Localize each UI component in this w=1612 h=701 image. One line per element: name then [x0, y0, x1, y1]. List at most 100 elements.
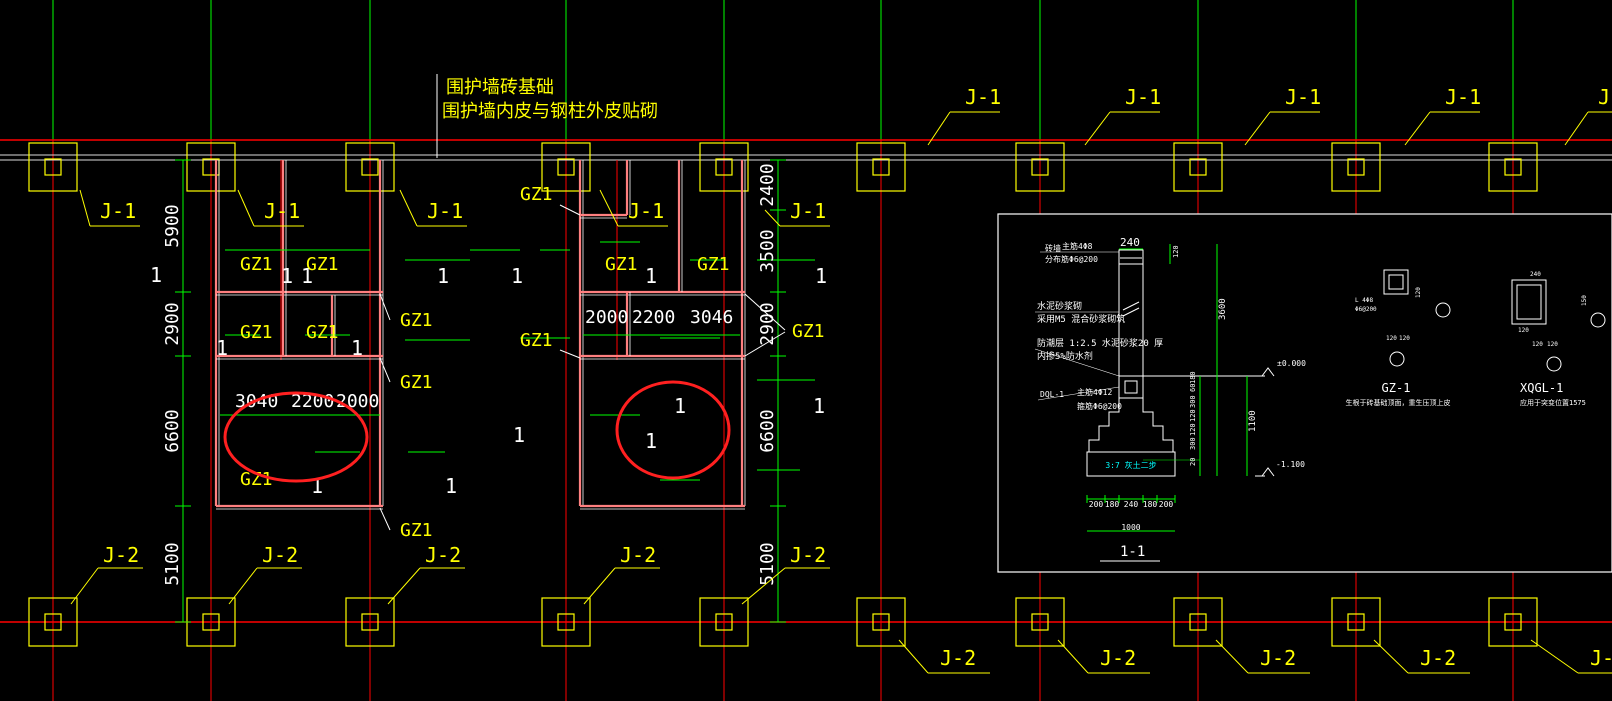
detail-break-1 — [1122, 301, 1140, 311]
footing-leader-top-2 — [399, 189, 418, 227]
gz1-leader-3 — [559, 204, 581, 216]
dim-right-label-0: 2400 — [757, 163, 778, 206]
gz1-label-8: GZ1 — [520, 184, 553, 205]
detail-level-bottom: -1.100 — [1276, 460, 1305, 469]
dim-room-a-2: 2000 — [336, 391, 379, 412]
gz-note: 生根于砖基础顶面，重生压顶上皮 — [1346, 398, 1451, 407]
footing-bottom-0 — [28, 597, 78, 647]
dim-left-label-1: 2900 — [162, 302, 183, 345]
labels: J-1J-1J-1J-1J-1J-1J-1J-1J-1J-1J-2J-2J-2J… — [70, 74, 1612, 674]
section-mark-1: 1 — [281, 264, 293, 288]
footing-label-top-1: J-1 — [264, 199, 300, 223]
footing-label-top-8: J-1 — [1445, 85, 1481, 109]
detail-panel: 360011001206030012012030020180240砖墙主筋4Φ8… — [997, 213, 1612, 573]
xqgl-dim-1: 120 — [1532, 341, 1543, 348]
gz1-label-10: GZ1 — [697, 254, 730, 275]
gz1-label-6: GZ1 — [240, 469, 273, 490]
column-top-2 — [361, 158, 379, 176]
gz1-label-4: GZ1 — [306, 322, 339, 343]
detail-base-note: 3:7 灰土二步 — [1105, 460, 1156, 470]
detail-top-width: 240 — [1120, 236, 1140, 249]
detail-bottom-dim-1: 180 — [1105, 500, 1120, 509]
xqgl-title: XQGL-1 — [1520, 381, 1563, 395]
detail-bottom-dim-3: 180 — [1143, 500, 1158, 509]
detail-section-title: 1-1 — [1120, 544, 1145, 560]
column-top-3 — [557, 158, 575, 176]
gz1-label-1: GZ1 — [306, 254, 339, 275]
detail-ring-stirrup: 箍筋Φ6@200 — [1077, 401, 1122, 411]
gz-detail-bubble — [1435, 302, 1451, 318]
footing-bottom-5 — [856, 597, 906, 647]
footing-leader-bottom-2 — [387, 567, 421, 605]
column-top-4 — [715, 158, 733, 176]
footing-bottom-6 — [1015, 597, 1065, 647]
footing-top-0 — [28, 142, 78, 192]
dim-room-b-1: 2200 — [632, 307, 675, 328]
column-bottom-3 — [557, 613, 575, 631]
footing-leader-top-4 — [764, 209, 781, 227]
detail-bottom-total: 1000 — [1121, 523, 1140, 532]
footing-label-bottom-0: J-2 — [103, 543, 139, 567]
detail-top-label-0: 砖墙 — [1045, 243, 1061, 253]
footing-leader-top-5 — [927, 111, 951, 146]
detail-bottom-dim-4: 200 — [1159, 500, 1174, 509]
section-mark-10: 1 — [445, 474, 457, 498]
footing-top-1 — [186, 142, 236, 192]
detail-dpc-note-2: 内掺5%防水剂 — [1037, 350, 1093, 362]
footing-bottom-2 — [345, 597, 395, 647]
footing-top-5 — [856, 142, 906, 192]
column-top-9 — [1504, 158, 1522, 176]
gz1-leader-5 — [744, 293, 786, 331]
dim-room-b-0: 2000 — [585, 307, 628, 328]
footing-leader-top-7 — [1244, 111, 1271, 146]
column-top-6 — [1031, 158, 1049, 176]
column-bottom-9 — [1504, 613, 1522, 631]
gz-dim-1: 120 — [1399, 335, 1410, 342]
footing-leader-bottom-3 — [583, 567, 616, 605]
gz1-label-0: GZ1 — [240, 254, 273, 275]
footing-label-bottom-4: J-2 — [790, 543, 826, 567]
gz-size: 120 — [1415, 287, 1422, 298]
detail-base — [1086, 451, 1176, 477]
detail-wall-note-2: 采用M5 混合砂浆砌筑 — [1037, 313, 1125, 325]
section-mark-2: 1 — [301, 264, 313, 288]
detail-break-2 — [1122, 307, 1140, 317]
footing-label-bottom-7: J-2 — [1260, 646, 1296, 670]
footing-label-top-0: J-1 — [100, 199, 136, 223]
gz1-label-9: GZ1 — [605, 254, 638, 275]
section-mark-4: 1 — [511, 264, 523, 288]
detail-small-dim-7: 180 — [1189, 371, 1197, 384]
footing-bottom-8 — [1331, 597, 1381, 647]
dimension-lines: 5900290066005100240035002900660051003040… — [162, 159, 786, 623]
column-bottom-4 — [715, 613, 733, 631]
dim-right-label-3: 6600 — [757, 409, 778, 452]
xqgl-dim-2: 120 — [1547, 341, 1558, 348]
footing-leader-top-8 — [1404, 111, 1431, 146]
column-bottom-6 — [1031, 613, 1049, 631]
title-line-2: 围护墙内皮与钢柱外皮贴砌 — [442, 101, 658, 122]
gz1-label-2: GZ1 — [400, 310, 433, 331]
xqgl-dim-0: 120 — [1518, 327, 1529, 334]
footing-label-top-3: J-1 — [628, 199, 664, 223]
footing-top-4 — [699, 142, 749, 192]
xqgl-size: 240 — [1530, 271, 1541, 278]
gz-dim-0: 120 — [1386, 335, 1397, 342]
footing-leader-bottom-1 — [228, 567, 258, 605]
detail-small-dim-5: 300 — [1189, 437, 1197, 450]
footing-top-7 — [1173, 142, 1223, 192]
detail-wall-note-1: 水泥砂浆砌 — [1037, 300, 1082, 312]
footing-leader-bottom-9 — [1530, 639, 1579, 674]
gz-callout-bubble — [1389, 351, 1405, 367]
section-mark-3: 1 — [437, 264, 449, 288]
section-mark-6: 1 — [815, 264, 827, 288]
section-mark-8: 1 — [351, 336, 363, 360]
gz-title: GZ-1 — [1382, 381, 1411, 395]
footing-leader-bottom-7 — [1215, 639, 1249, 674]
section-mark-11: 1 — [513, 423, 525, 447]
footing-label-bottom-2: J-2 — [425, 543, 461, 567]
detail-level-top: ±0.000 — [1277, 359, 1306, 368]
gz1-label-12: GZ1 — [792, 321, 825, 342]
footing-leader-bottom-0 — [70, 567, 99, 605]
dim-left-label-3: 5100 — [162, 542, 183, 585]
column-bottom-5 — [872, 613, 890, 631]
